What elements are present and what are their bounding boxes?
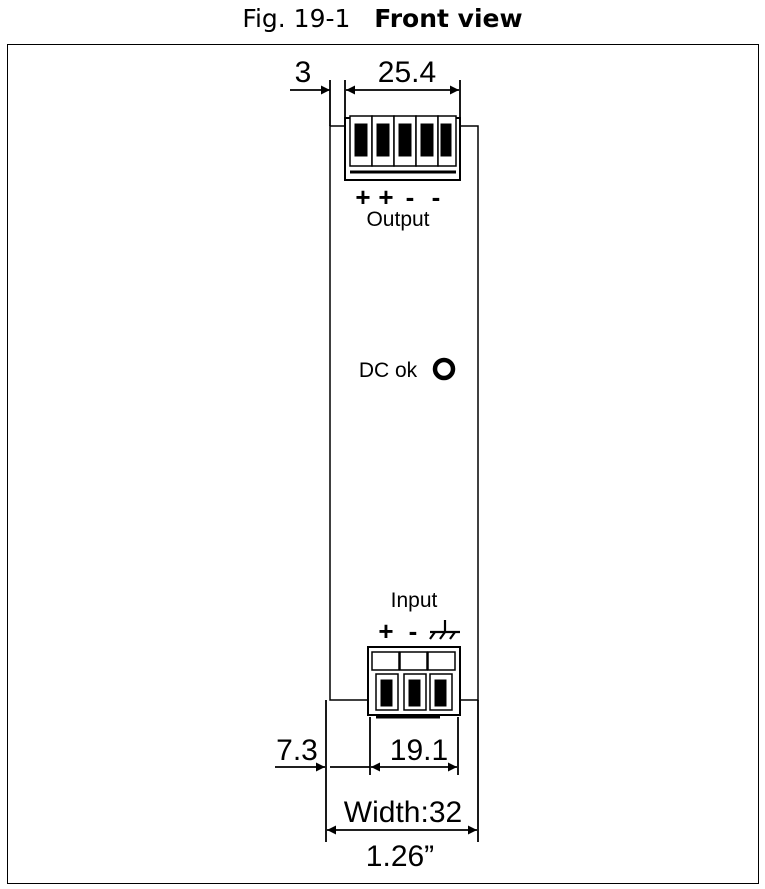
- input-offset-dimension: 7.3: [276, 734, 318, 767]
- output-polarity-1: +: [355, 182, 370, 212]
- output-polarity-3: -: [406, 182, 415, 212]
- top-dimension-lines: [290, 80, 461, 126]
- figure-title: Front view: [374, 4, 523, 33]
- total-width-dimension: Width:32: [344, 796, 462, 829]
- dc-ok-label: DC ok: [359, 359, 418, 382]
- figure-number: Fig. 19-1: [242, 4, 351, 33]
- output-polarity-4: -: [432, 182, 441, 212]
- input-label: Input: [391, 589, 438, 612]
- led-ring-icon: [432, 357, 456, 381]
- output-terminal-block: [344, 115, 461, 181]
- total-width-inches: 1.26”: [366, 840, 434, 873]
- input-terminal-block: [367, 646, 461, 719]
- figure-frame: [7, 44, 759, 884]
- input-width-dimension: 19.1: [390, 734, 448, 767]
- earth-ground-icon: [429, 620, 460, 640]
- input-polarity-minus: -: [409, 616, 418, 646]
- bottom-dimension-lines: [275, 700, 479, 842]
- input-polarity-plus: +: [378, 616, 393, 646]
- output-offset-dimension: 3: [295, 56, 312, 89]
- output-width-dimension: 25.4: [378, 56, 436, 89]
- output-label: Output: [366, 208, 429, 231]
- figure-heading: Fig. 19-1 Front view: [0, 0, 765, 40]
- output-polarity-2: +: [378, 182, 393, 212]
